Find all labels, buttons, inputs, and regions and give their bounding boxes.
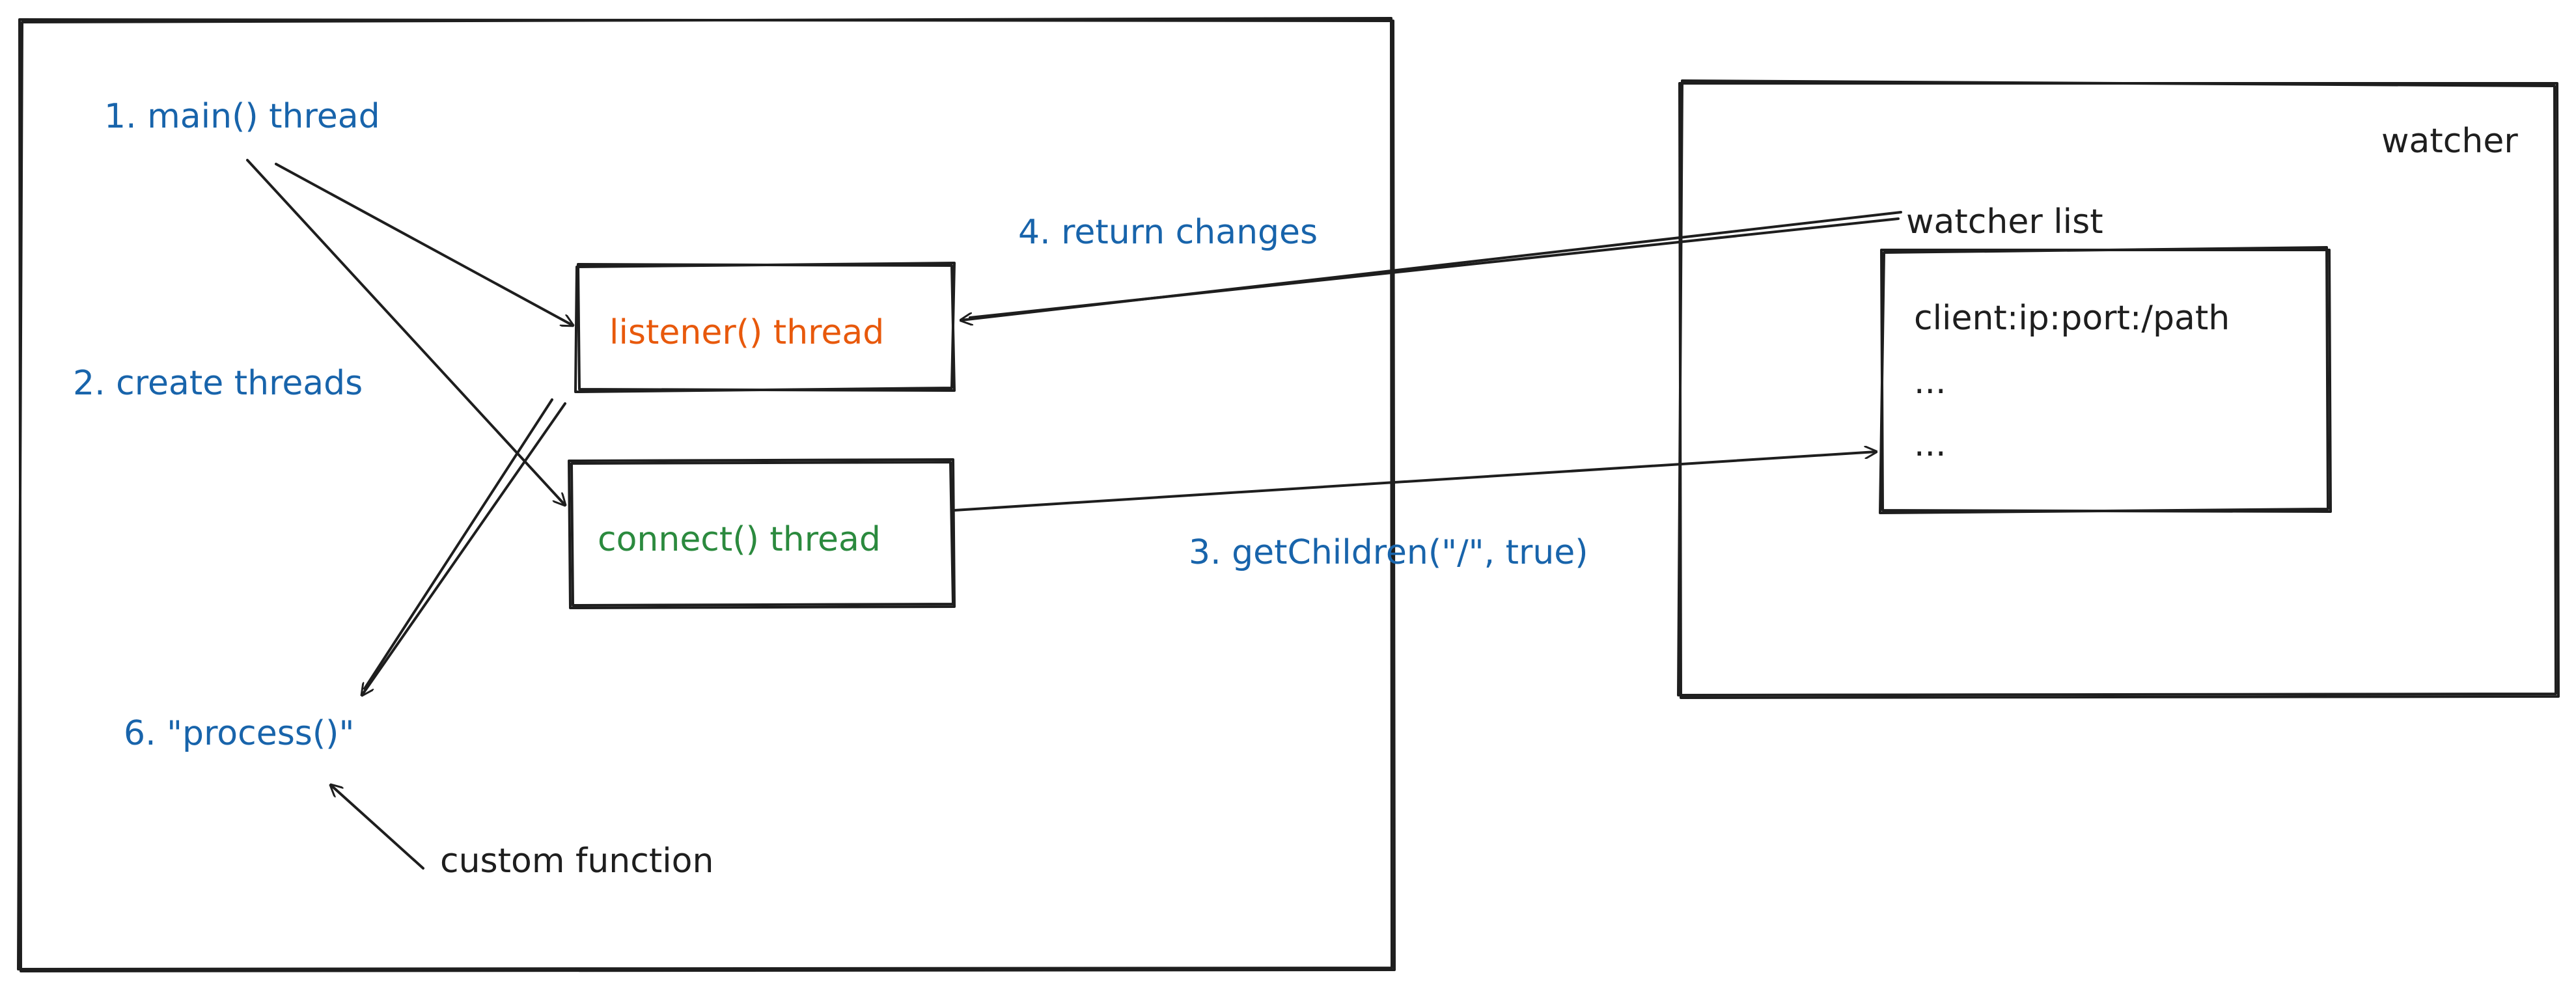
arrow-connect-to-watcher-list [953, 452, 1876, 512]
main-process-frame [17, 17, 1396, 972]
watcher-list-box [1879, 246, 2332, 514]
watcher-list-entry: ... [1914, 425, 1946, 464]
watcher-list-entry: ... [1914, 363, 1946, 402]
arrow-main-to-connect [246, 159, 565, 505]
label-listener-thread: listener() thread [609, 313, 884, 352]
label-step6-process: 6. "process()" [124, 714, 354, 753]
label-custom-function: custom function [440, 842, 713, 881]
listener-thread-box [574, 262, 956, 393]
label-step2-create-threads: 2. create threads [73, 364, 363, 403]
label-step4-return-changes: 4. return changes [1018, 213, 1318, 252]
arrow-custom-to-process [331, 785, 424, 870]
label-step1-main-thread: 1. main() thread [104, 97, 380, 136]
label-connect-thread: connect() thread [598, 520, 881, 559]
label-watcher-title: watcher [2381, 122, 2518, 161]
watcher-frame [1677, 79, 2560, 699]
arrow-main-to-listener [275, 163, 573, 325]
arrow-listener-to-process [362, 398, 566, 695]
connect-thread-box [568, 458, 956, 609]
watcher-list-entry: client:ip:port:/path [1914, 299, 2230, 338]
label-watcher-list: watcher list [1906, 202, 2103, 241]
arrow-watcher-list-to-listener [961, 211, 1902, 320]
label-step3-getchildren: 3. getChildren("/", true) [1189, 533, 1588, 572]
